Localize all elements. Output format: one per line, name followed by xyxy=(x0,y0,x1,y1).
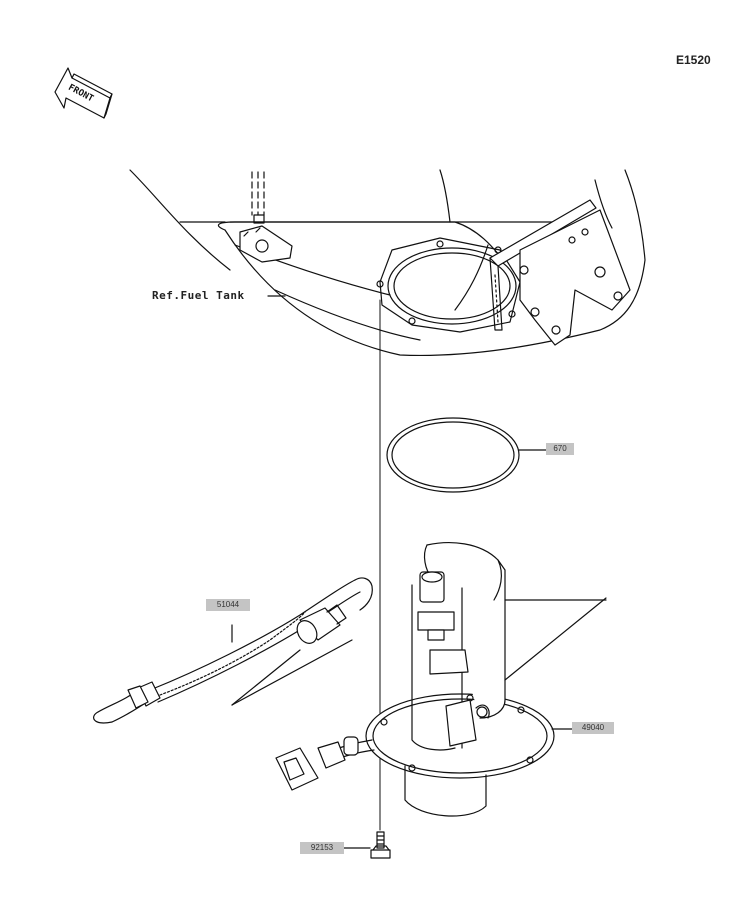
fuel-tank-reference xyxy=(129,169,646,356)
o-ring-part xyxy=(386,417,548,493)
diagram-code: E1520 xyxy=(676,53,711,67)
part-number-51044: 51044 xyxy=(206,599,250,611)
fuel-hose-part xyxy=(93,577,373,724)
part-number-670: 670 xyxy=(546,443,574,455)
fuel-pump-part xyxy=(275,542,607,817)
front-arrow-icon: FRONT xyxy=(54,67,113,119)
part-number-92153: 92153 xyxy=(300,842,344,854)
ref-fuel-tank-label: Ref.Fuel Tank xyxy=(152,289,245,302)
part-number-49040: 49040 xyxy=(572,722,614,734)
bolt-part xyxy=(343,831,391,859)
